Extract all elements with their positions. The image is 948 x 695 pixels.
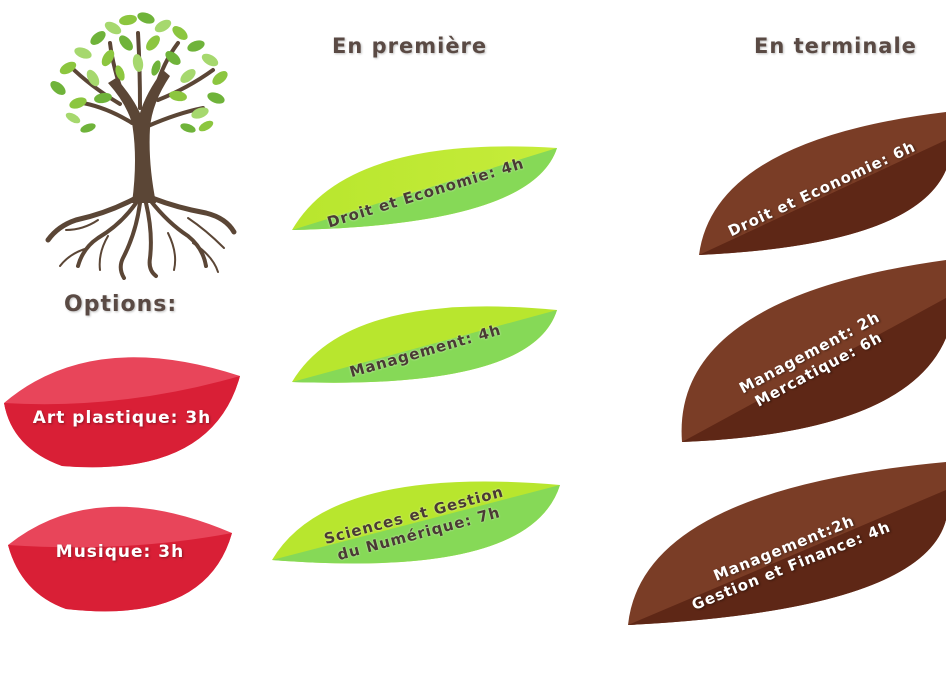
option-leaf-musique: Musique: 3h [6,485,234,613]
premiere-leaf-sciences-gestion: Sciences et Gestion du Numérique: 7h [268,465,564,577]
leaf-line: Art plastique: 3h [32,408,212,429]
premiere-leaf-management: Management: 4h [287,290,562,400]
leaf-line: Droit et Economie: 4h [324,153,527,232]
terminale-leaf-droit-economie: Droit et Economie: 6h [694,110,948,260]
option-leaf-art-plastique: Art plastique: 3h [2,348,242,470]
leaf-line: Management: 4h [347,320,504,381]
tree-illustration [28,8,248,280]
terminale-leaf-management-mercatique: Management: 2h Mercatique: 6h [676,258,948,446]
leaf-label: Management: 4h [276,254,572,441]
stage: En première En terminale Options: Droit … [2,8,948,627]
heading-premiere: En première [332,34,488,58]
leaf-line: Musique: 3h [55,542,185,563]
heading-options: Options: [64,292,178,317]
leaf-label: Musique: 3h [6,485,234,617]
leaf-label: Art plastique: 3h [2,348,242,480]
tree-icon [45,12,237,280]
premiere-leaf-droit-economie: Droit et Economie: 4h [287,130,562,240]
terminale-leaf-management-gestion-finance: Management:2h Gestion et Finance: 4h [622,460,948,627]
heading-terminale: En terminale [754,34,917,58]
leaf-label: Sciences et Gestion du Numérique: 7h [258,429,574,618]
